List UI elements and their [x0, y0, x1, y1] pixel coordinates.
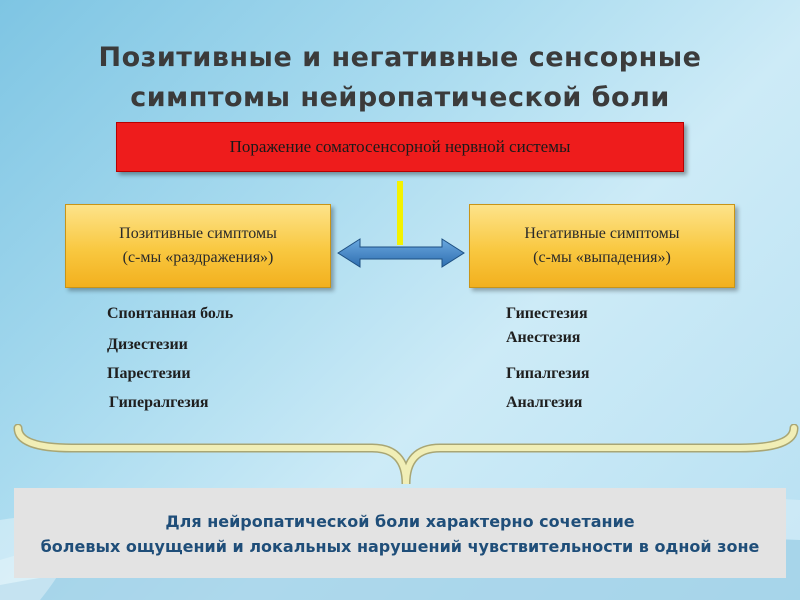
negative-item: Гипестезия — [506, 305, 588, 322]
positive-item: Спонтанная боль — [107, 305, 234, 322]
slide-title-line1: Позитивные и негативные сенсорные — [98, 42, 702, 73]
negative-item: Гипалгезия — [506, 365, 590, 382]
negative-symptoms-title: Негативные симптомы — [524, 225, 680, 242]
positive-symptoms-box: Позитивные симптомы (с-мы «раздражения») — [65, 204, 331, 288]
double-arrow-icon — [337, 238, 465, 268]
connector-line — [397, 181, 403, 245]
positive-item: Гипералгезия — [109, 394, 209, 411]
negative-item: Анестезия — [506, 329, 581, 346]
positive-item: Парестезии — [107, 365, 191, 382]
negative-item: Аналгезия — [506, 394, 583, 411]
positive-item: Дизестезии — [107, 336, 188, 353]
root-node-label: Поражение соматосенсорной нервной систем… — [229, 137, 571, 156]
positive-symptoms-subtitle: (с-мы «раздражения») — [122, 249, 274, 266]
summary-line1: Для нейропатической боли характерно соче… — [165, 512, 635, 531]
slide-title: Позитивные и негативные сенсорные симпто… — [0, 38, 800, 118]
positive-symptoms-title: Позитивные симптомы — [119, 225, 277, 242]
root-node: Поражение соматосенсорной нервной систем… — [116, 122, 684, 172]
slide-title-line2: симптомы нейропатической боли — [130, 82, 670, 113]
summary-box: Для нейропатической боли характерно соче… — [14, 488, 786, 578]
negative-symptoms-box: Негативные симптомы (с-мы «выпадения») — [469, 204, 735, 288]
summary-line2: болевых ощущений и локальных нарушений ч… — [40, 537, 760, 556]
negative-symptoms-subtitle: (с-мы «выпадения») — [533, 249, 671, 266]
brace-icon — [13, 424, 799, 485]
